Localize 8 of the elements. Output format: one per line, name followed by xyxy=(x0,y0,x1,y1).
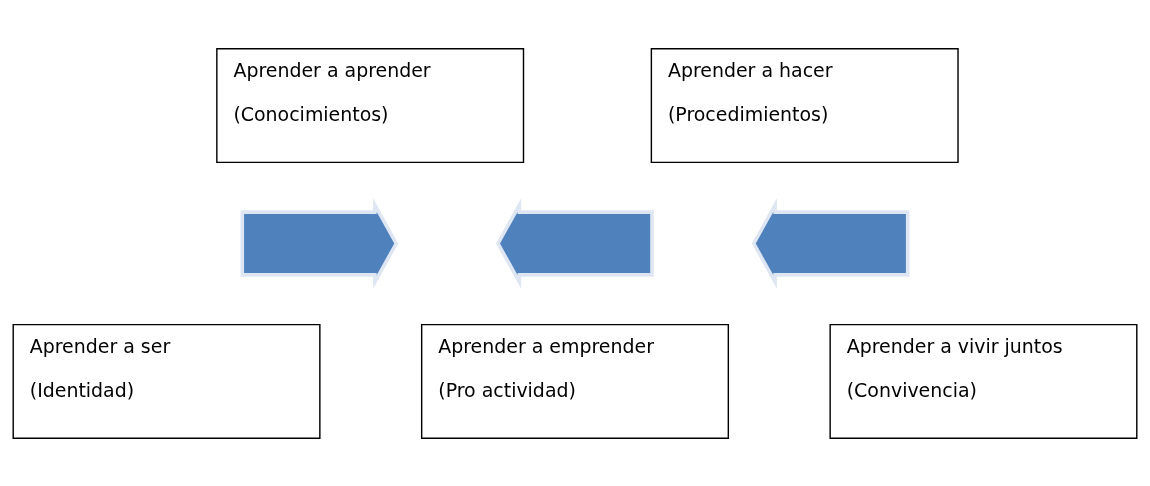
node-box: Aprender a ser (Identidad) xyxy=(12,323,321,439)
node-box: Aprender a aprender (Conocimientos) xyxy=(216,47,525,163)
node-box: Aprender a emprender (Pro actividad) xyxy=(420,323,730,439)
node-arrow xyxy=(240,197,399,289)
node-arrow xyxy=(751,197,910,289)
node-box: Aprender a vivir juntos (Convivencia) xyxy=(829,323,1138,439)
node-arrow xyxy=(496,197,654,289)
node-box: Aprender a hacer (Procedimientos) xyxy=(650,47,959,163)
